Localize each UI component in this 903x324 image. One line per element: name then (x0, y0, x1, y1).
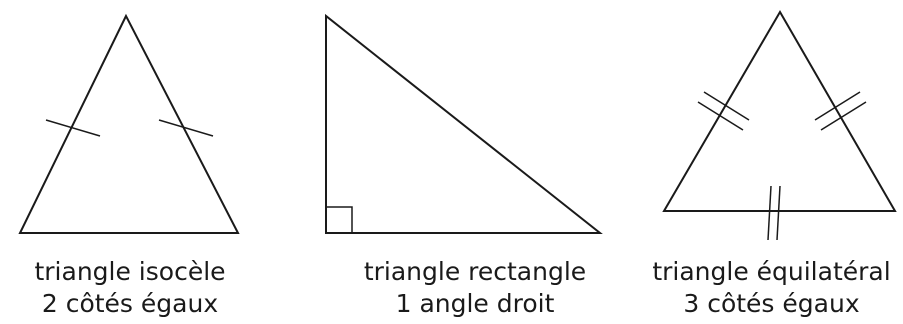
right-triangle (325, 13, 603, 234)
isosceles-property: 2 côtés égaux (41, 289, 219, 318)
equilateral-base-tick-2 (776, 185, 781, 241)
equilateral-name: triangle équilatéral (652, 257, 891, 286)
equilateral-right-side-ticks (814, 91, 867, 131)
isosceles-name: triangle isocèle (34, 257, 226, 286)
equilateral-triangle (662, 10, 897, 241)
equilateral-property: 3 côtés égaux (683, 289, 860, 318)
equilateral-left-tick-2 (697, 101, 744, 131)
isosceles-triangle (18, 13, 240, 234)
isosceles-right-side-tick (158, 119, 214, 137)
isosceles-triangle-outline (18, 13, 240, 234)
right-triangle-outline (325, 13, 603, 234)
equilateral-base-tick-1 (767, 185, 772, 241)
equilateral-left-side-ticks (697, 91, 750, 131)
isosceles-left-side-tick (45, 119, 101, 137)
equilateral-triangle-outline (662, 10, 897, 212)
equilateral-base-ticks (767, 185, 781, 241)
right-triangle-property: 1 angle droit (395, 289, 555, 318)
equilateral-caption: triangle équilatéral 3 côtés égaux (640, 256, 903, 320)
right-triangle-caption: triangle rectangle 1 angle droit (325, 256, 625, 320)
right-triangle-name: triangle rectangle (363, 257, 587, 286)
right-angle-marker (326, 206, 353, 233)
equilateral-right-tick-1 (814, 91, 861, 121)
isosceles-caption: triangle isocèle 2 côtés égaux (0, 256, 260, 320)
equilateral-right-tick-2 (820, 101, 867, 131)
equilateral-left-tick-1 (703, 91, 750, 121)
